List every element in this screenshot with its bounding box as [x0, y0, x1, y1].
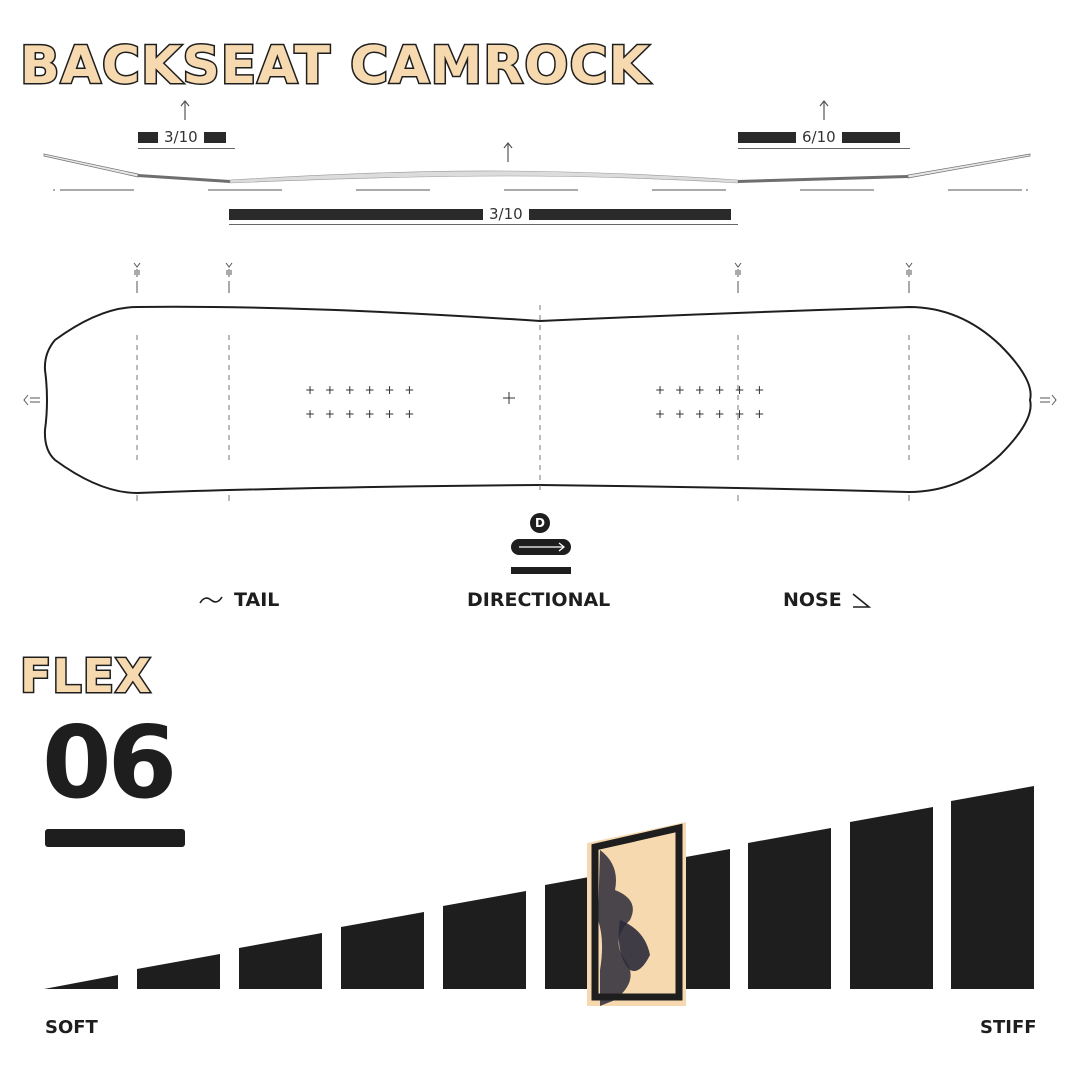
soft-label: SOFT — [45, 1017, 98, 1038]
insert-row: + + + + + + — [655, 383, 768, 397]
contact-marker-icon — [734, 262, 742, 293]
nose-label: NOSE — [783, 589, 842, 611]
rating-bar-right — [841, 132, 900, 143]
camber-rating: 3/10 — [229, 207, 731, 222]
contact-marker-icon — [133, 262, 141, 293]
tail-rocker-value: 3/10 — [164, 128, 198, 146]
flex-scale-chart — [44, 786, 1034, 1006]
camber-zone — [229, 170, 739, 184]
board-outline-shape — [43, 305, 1032, 495]
tail-rocker-rating: 3/10 — [138, 130, 226, 145]
tail-rocker-zone — [138, 174, 230, 183]
nose-rocker-underline — [738, 148, 910, 149]
tail-direction-arrow-icon — [23, 394, 40, 406]
rating-bar-left — [738, 132, 796, 143]
flex-bar-5 — [443, 891, 526, 989]
tail-arrow-up-icon — [180, 100, 190, 120]
flex-bar-4 — [341, 912, 424, 989]
shape-badge: D — [530, 513, 550, 533]
nose-label-group: NOSE — [783, 589, 872, 611]
tail-label-group: TAIL — [198, 589, 279, 611]
tail-tip-shape — [43, 153, 139, 178]
nose-rocker-value: 6/10 — [802, 128, 836, 146]
nose-direction-arrow-icon — [1040, 394, 1057, 406]
camber-underline — [229, 224, 738, 225]
center-mark-icon — [503, 392, 515, 404]
flex-bar-1 — [44, 975, 118, 989]
insert-row: + + + + + + — [305, 383, 418, 397]
tail-label: TAIL — [234, 589, 280, 611]
insert-guide-lines — [136, 305, 910, 493]
flex-title: FLEX — [19, 648, 153, 705]
nose-rocker-zone — [738, 175, 908, 183]
nose-tip-shape — [907, 153, 1031, 179]
flex-bar-8 — [748, 828, 831, 989]
camber-value: 3/10 — [489, 205, 523, 223]
wave-icon — [199, 596, 223, 604]
board-profile-diagram — [43, 100, 1031, 191]
tail-insert-pattern: + + + + + + + + + + + + — [305, 378, 417, 426]
tail-rocker-underline — [138, 148, 235, 149]
center-arrow-up-icon — [503, 142, 513, 162]
directional-board-icon: D — [511, 513, 571, 577]
nose-insert-pattern: + + + + + + + + + + + + — [655, 378, 767, 426]
contact-marker-icon — [905, 262, 913, 293]
contact-marker-icon — [225, 262, 233, 293]
insert-row: + + + + + + — [305, 407, 418, 421]
flex-bar-9 — [850, 807, 933, 989]
nose-arrow-up-icon — [819, 100, 829, 120]
rating-bar-right — [203, 132, 226, 143]
angle-icon — [852, 593, 871, 608]
rating-bar-right — [528, 209, 731, 220]
nose-rocker-rating: 6/10 — [738, 130, 900, 145]
stiff-label: STIFF — [980, 1017, 1037, 1038]
flex-bar-10 — [951, 786, 1034, 989]
insert-row: + + + + + + — [655, 407, 768, 421]
product-title: BACKSEAT CAMROCK — [19, 35, 651, 98]
flex-value-underline — [45, 829, 185, 847]
board-outline-diagram — [23, 262, 1057, 501]
flex-highlight-marker — [587, 822, 686, 1006]
rating-bar-left — [229, 209, 483, 220]
directional-label: DIRECTIONAL — [467, 589, 611, 611]
flex-bar-3 — [239, 933, 322, 989]
rating-bar-left — [138, 132, 158, 143]
flex-value: 06 — [42, 704, 177, 821]
flex-bar-2 — [137, 954, 220, 989]
